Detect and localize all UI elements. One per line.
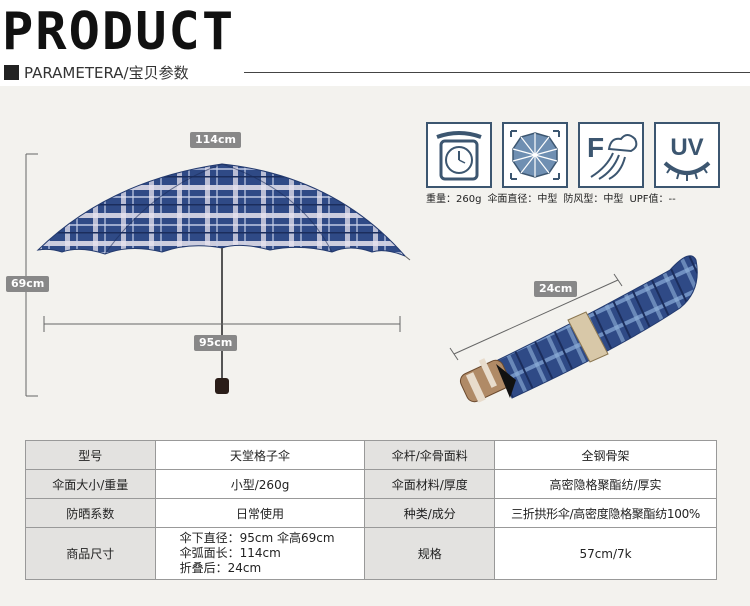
spec-value: 全钢骨架: [494, 440, 717, 470]
spec-value: 三折拱形伞/高密度隐格聚酯纺100%: [494, 498, 717, 528]
page-title: PRODUCT: [2, 2, 236, 62]
feature-captions: 重量：260g 伞面直径：中型 防风型：中型 UPF值：--: [426, 190, 676, 205]
spec-key: 商品尺寸: [25, 527, 156, 580]
diameter-dimension-label: 95cm: [194, 335, 238, 351]
square-bullet-icon: [4, 65, 19, 80]
windproof-icon-letter: F: [587, 132, 604, 163]
folded-dimension-label: 24cm: [534, 281, 578, 297]
subtitle-text: PARAMETERA/宝贝参数: [24, 64, 189, 82]
spec-value: 小型/260g: [154, 469, 366, 499]
windproof-caption: 防风型：中型: [563, 194, 624, 205]
open-umbrella-illustration: [25, 153, 411, 397]
spec-value: 高密隐格聚酯纺/厚实: [494, 469, 717, 499]
uv-icon-text: UV: [670, 134, 703, 161]
arc-dimension-label: 114cm: [190, 132, 241, 148]
feature-icons: F UV: [426, 122, 720, 188]
page-subtitle: PARAMETERA/宝贝参数: [4, 62, 189, 83]
height-dimension-label: 69cm: [6, 276, 50, 292]
spec-value: 天堂格子伞: [154, 440, 366, 470]
upf-caption: UPF值：--: [629, 194, 676, 205]
spec-value-multiline: 伞下直径：95cm 伞高69cm 伞弧面长：114cm 折叠后：24cm: [154, 527, 366, 580]
table-row: 商品尺寸 伞下直径：95cm 伞高69cm 伞弧面长：114cm 折叠后：24c…: [25, 527, 717, 580]
spec-key: 防晒系数: [25, 498, 156, 528]
spec-key: 伞面大小/重量: [25, 469, 156, 499]
uv-icon: UV: [654, 122, 720, 188]
size-line: 折叠后：24cm: [179, 561, 262, 575]
table-row: 型号 天堂格子伞 伞杆/伞骨面料 全钢骨架: [25, 440, 717, 470]
spec-key: 型号: [25, 440, 156, 470]
spec-key: 规格: [364, 527, 496, 580]
size-line: 伞弧面长：114cm: [179, 546, 281, 560]
umbrella-canopy-icon: [502, 122, 568, 188]
table-row: 伞面大小/重量 小型/260g 伞面材料/厚度 高密隐格聚酯纺/厚实: [25, 469, 717, 499]
folded-umbrella-illustration: [449, 255, 698, 403]
scale-icon: [426, 122, 492, 188]
canopy-diameter-caption: 伞面直径：中型: [487, 194, 558, 205]
spec-value: 57cm/7k: [494, 527, 717, 580]
spec-key: 伞面材料/厚度: [364, 469, 496, 499]
weight-caption: 重量：260g: [426, 194, 482, 205]
spec-key: 伞杆/伞骨面料: [364, 440, 496, 470]
table-row: 防晒系数 日常使用 种类/成分 三折拱形伞/高密度隐格聚酯纺100%: [25, 498, 717, 528]
size-line: 伞下直径：95cm 伞高69cm: [179, 531, 335, 545]
header-divider: [244, 72, 750, 73]
header: PRODUCT PARAMETERA/宝贝参数: [0, 0, 750, 86]
spec-key: 种类/成分: [364, 498, 496, 528]
spec-table: 型号 天堂格子伞 伞杆/伞骨面料 全钢骨架 伞面大小/重量 小型/260g 伞面…: [25, 440, 717, 580]
windproof-icon: F: [578, 122, 644, 188]
spec-value: 日常使用: [154, 498, 366, 528]
